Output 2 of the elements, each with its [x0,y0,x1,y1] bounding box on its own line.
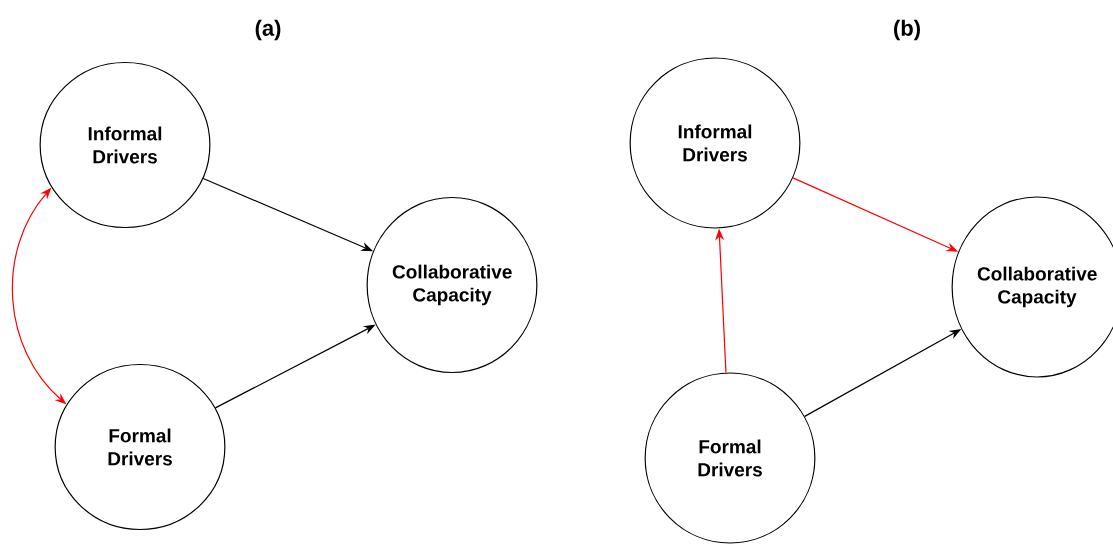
panel-label: (b) [894,19,920,41]
panel-label: (a) [255,19,281,41]
